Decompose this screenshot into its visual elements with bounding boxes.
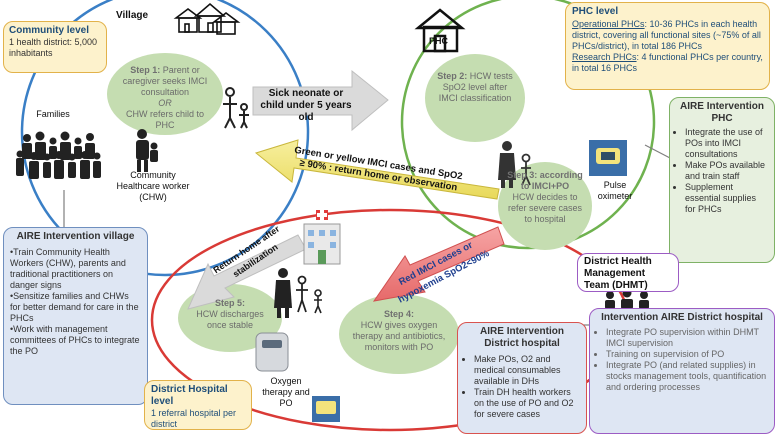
aire-phc-list: Integrate the use of POs into IMCI consu… [675, 127, 769, 215]
aire-dhmt-item: Training on supervision of PO [606, 349, 768, 360]
phc-research-text: : 4 functional PHCs per country, in tota… [572, 52, 763, 73]
aire-dhmt-item: Integrate PO (and related supplies) in s… [606, 360, 768, 393]
aire-village-item-text: Work with management committees of PHCs … [10, 324, 140, 356]
phc-hcw-icon [498, 141, 531, 188]
aire-village-item: •Work with management committees of PHCs… [10, 324, 140, 356]
dhmt-label-box: District Health Management Team (DHMT) [577, 253, 679, 292]
aire-hospital-item: Make POs, O2 and medical consumables ava… [474, 354, 580, 387]
step3-label: Step 3: according to IMCI+PO [507, 170, 583, 191]
village-label: Village [116, 10, 149, 21]
aire-village-item-text: Train Community Health Workers (CHW), pa… [10, 247, 126, 290]
step4-text: Step 4: HCW gives oxygen therapy and ant… [352, 309, 446, 353]
aire-village-box: AIRE Intervention village •Train Communi… [3, 227, 148, 405]
community-level-title: Community level [9, 25, 90, 36]
step4-label: Step 4: [383, 309, 414, 319]
phc-research-head: Research PHCs [572, 52, 637, 62]
phc-operational-text: : 10-36 PHCs in each health district, co… [572, 19, 761, 51]
step5-body: HCW discharges once stable [196, 309, 264, 330]
parent-child-icon [223, 87, 249, 129]
step4-ellipse [339, 294, 459, 374]
aire-dhmt-list: Integrate PO supervision within DHMT IMC… [596, 327, 768, 393]
step2-text: Step 2: HCW tests SpO2 level after IMCI … [434, 71, 516, 104]
step2-label: Step 2: [437, 71, 468, 81]
step1-text: Step 1: Parent or caregiver seeks IMCI c… [120, 65, 210, 131]
dhmt-label: District Health Management Team (DHMT) [584, 256, 652, 291]
aire-hospital-title: AIRE Intervention District hospital [480, 326, 564, 349]
phc-level-title: PHC level [572, 6, 619, 17]
phc-operational-head: Operational PHCs [572, 19, 645, 29]
aire-phc-item: Make POs available and train staff [685, 160, 769, 182]
step3-body: HCW decides to refer severe cases to hos… [507, 192, 583, 224]
aire-village-item: •Train Community Health Workers (CHW), p… [10, 247, 126, 290]
village-houses-icon [173, 2, 241, 35]
district-hospital-level-body: 1 referral hospital per district [151, 408, 237, 429]
aire-phc-item: Integrate the use of POs into IMCI consu… [685, 127, 769, 160]
community-level-body: 1 health district: 5,000 inhabitants [9, 37, 98, 58]
hospital-oximeter-icon [312, 396, 340, 422]
step2-ellipse [425, 54, 525, 142]
aire-village-item-text: Sensitize families and CHWs for better d… [10, 291, 139, 323]
step5-text: Step 5: HCW discharges once stable [192, 298, 268, 331]
step5-label: Step 5: [214, 298, 245, 308]
village-circle [20, 0, 310, 277]
step1-label: Step 1: [130, 65, 161, 75]
hospital-building-icon [303, 207, 341, 265]
families-icon [16, 131, 101, 179]
pulse-oximeter-icon [589, 140, 627, 176]
step2-body: HCW tests SpO2 level after IMCI classifi… [438, 71, 513, 103]
phc-house-icon [414, 8, 466, 53]
aire-phc-item: Supplement essential supplies for PHCs [685, 182, 769, 215]
oxygen-label: Oxygen therapy and PO [262, 376, 310, 408]
community-level-box: Community level 1 health district: 5,000… [3, 21, 107, 73]
aire-hospital-item: Train DH health workers on the use of PO… [474, 387, 580, 420]
aire-phc-box: AIRE Intervention PHC Integrate the use … [669, 97, 775, 263]
phc-connector [644, 144, 671, 159]
step1-or: OR [158, 98, 172, 108]
phc-label: PHC [429, 36, 449, 46]
dhmt-people-icon [605, 288, 649, 309]
aire-hospital-box: AIRE Intervention District hospital Make… [457, 322, 587, 434]
arrow-green-yellow [254, 139, 500, 200]
arrow-sick-child [252, 69, 389, 132]
aire-village-title: AIRE Intervention village [16, 231, 135, 242]
aire-village-item: •Sensitize families and CHWs for better … [10, 291, 139, 323]
aire-dhmt-item: Integrate PO supervision within DHMT IMC… [606, 327, 768, 349]
aire-village-list: •Train Community Health Workers (CHW), p… [10, 247, 141, 357]
phc-level-box: PHC level Operational PHCs: 10-36 PHCs i… [565, 2, 770, 90]
aire-dhmt-title: Intervention AIRE District hospital [601, 312, 763, 323]
oxygen-concentrator-icon [255, 332, 289, 372]
district-hospital-level-title: District Hospital level [151, 384, 228, 407]
step4-body: HCW gives oxygen therapy and antibiotics… [352, 320, 446, 352]
chw-label: Community Healthcare worker (CHW) [116, 170, 190, 202]
step1-text1: Parent or caregiver seeks IMCI consultat… [122, 65, 208, 97]
families-label: Families [36, 109, 70, 119]
district-hospital-level-box: District Hospital level 1 referral hospi… [144, 380, 252, 430]
arrow-sick-label: Sick neonate or child under 5 years old [260, 88, 352, 123]
chw-icon [136, 129, 158, 172]
aire-hospital-list: Make POs, O2 and medical consumables ava… [464, 354, 580, 420]
step1-ellipse [107, 53, 223, 135]
arrow-return-home [187, 234, 307, 310]
step1-text2: CHW refers child to PHC [125, 109, 205, 130]
step3-text: Step 3: according to IMCI+PO HCW decides… [505, 170, 585, 225]
phc-circle [400, 0, 656, 250]
aire-phc-title: AIRE Intervention PHC [680, 101, 764, 124]
aire-dhmt-box: Intervention AIRE District hospital Inte… [589, 308, 775, 434]
phc-level-body: Operational PHCs: 10-36 PHCs in each hea… [572, 19, 763, 74]
arrow-red-cases [372, 226, 505, 302]
hospital-people-icon [274, 268, 322, 318]
pulse-oximeter-label: Pulse oximeter [597, 180, 633, 201]
